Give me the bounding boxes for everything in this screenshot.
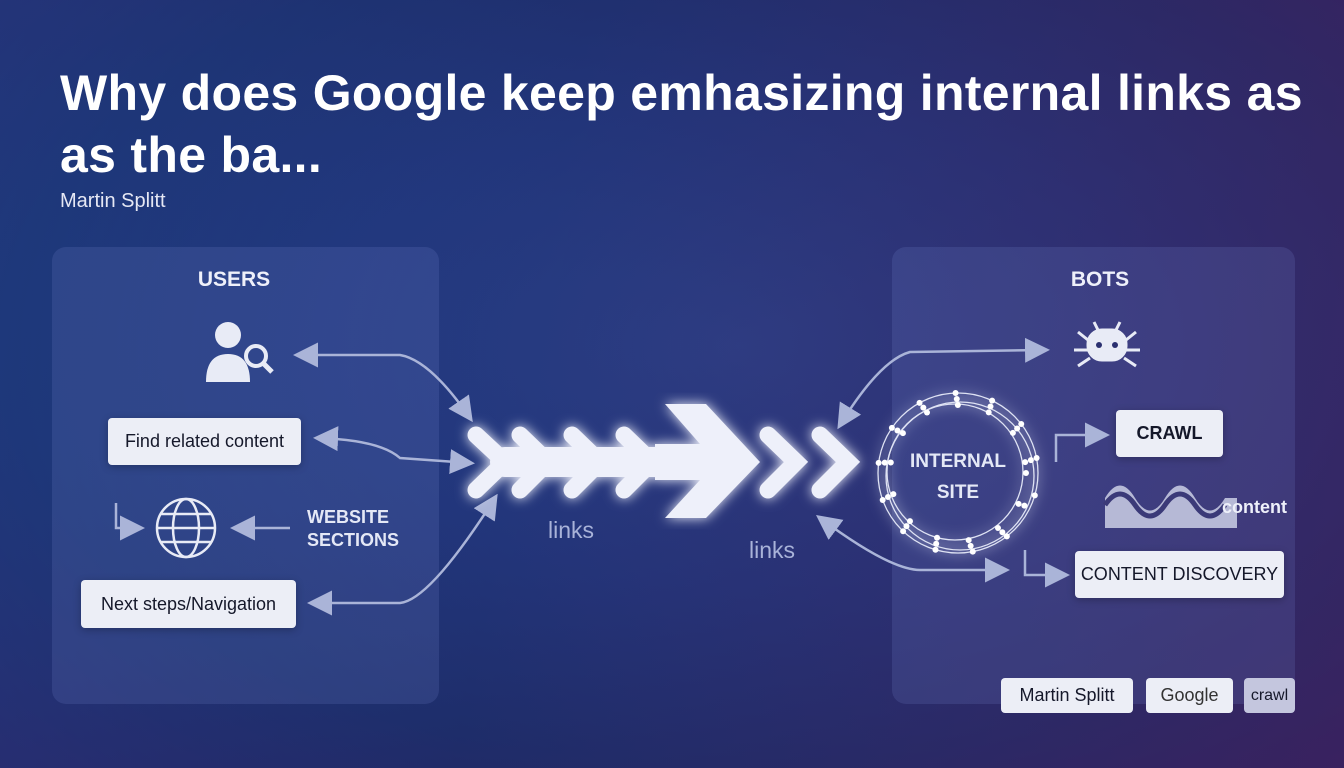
author-subtitle: Martin Splitt <box>60 190 166 212</box>
site-text: SITE <box>936 482 980 503</box>
globe-icon <box>155 497 217 559</box>
tag-crawl: crawl <box>1244 678 1295 713</box>
node-dot <box>967 542 974 549</box>
node-dot <box>875 459 882 466</box>
page-title: Why does Google keep emhasizing internal… <box>60 65 1303 183</box>
node-dot <box>985 409 992 416</box>
node-dot <box>1018 421 1025 428</box>
node-dot <box>906 518 913 525</box>
node-dot <box>1021 502 1028 509</box>
node-dot <box>952 390 959 397</box>
node-dot <box>1014 425 1021 432</box>
node-dot <box>884 493 891 500</box>
node-dot <box>999 529 1006 536</box>
website-sections-label: WEBSITE SECTIONS <box>307 506 399 552</box>
website-label: WEBSITE <box>307 507 390 527</box>
find-related-content-box: Find related content <box>108 418 301 465</box>
user-search-icon <box>206 322 274 382</box>
node-dot <box>933 540 940 547</box>
node-dot <box>920 404 927 411</box>
links-label-left: links <box>548 517 595 543</box>
node-dot <box>989 397 996 404</box>
node-dot <box>900 528 907 535</box>
node-dot <box>1031 492 1038 499</box>
wave-content-icon <box>1102 485 1237 528</box>
node-dot <box>1023 470 1029 476</box>
node-dot <box>1009 429 1016 436</box>
content-label: content <box>1222 497 1287 517</box>
content-discovery-box: CONTENT DISCOVERY <box>1075 551 1284 598</box>
node-dot <box>881 459 888 466</box>
users-title: USERS <box>197 268 271 291</box>
node-dot <box>965 537 972 544</box>
node-dot <box>1033 455 1040 462</box>
node-dot <box>894 427 901 434</box>
node-dot <box>994 524 1001 531</box>
next-steps-box: Next steps/Navigation <box>81 580 296 628</box>
connector-arrows <box>114 337 1110 616</box>
sections-label: SECTIONS <box>307 530 400 550</box>
node-dot <box>1003 533 1010 540</box>
node-dot <box>899 430 906 437</box>
bots-title: BOTS <box>1070 268 1130 291</box>
node-dot <box>887 459 894 466</box>
node-dot <box>903 523 910 530</box>
node-dot <box>1022 459 1029 466</box>
node-dot <box>879 496 886 503</box>
links-label-right: links <box>749 537 796 563</box>
crawl-box: CRAWL <box>1116 410 1223 457</box>
node-dot <box>934 534 941 541</box>
node-dot <box>932 546 939 553</box>
node-dot <box>969 548 976 555</box>
internal-site-label: INTERNAL SITE <box>910 446 1006 508</box>
node-dots <box>875 390 1040 555</box>
node-dot <box>1027 457 1034 464</box>
node-dot <box>1015 500 1022 507</box>
bot-spider-icon <box>1074 321 1140 368</box>
node-dot <box>923 409 930 416</box>
node-dot <box>953 396 960 403</box>
node-dot <box>916 399 923 406</box>
tag-martin-splitt: Martin Splitt <box>1001 678 1133 713</box>
node-dot <box>888 424 895 431</box>
node-dot <box>954 402 961 409</box>
link-chevrons <box>467 404 861 518</box>
node-dot <box>890 491 897 498</box>
internal-text: INTERNAL <box>909 451 1007 472</box>
node-dot <box>987 403 994 410</box>
tag-google: Google <box>1146 678 1233 713</box>
